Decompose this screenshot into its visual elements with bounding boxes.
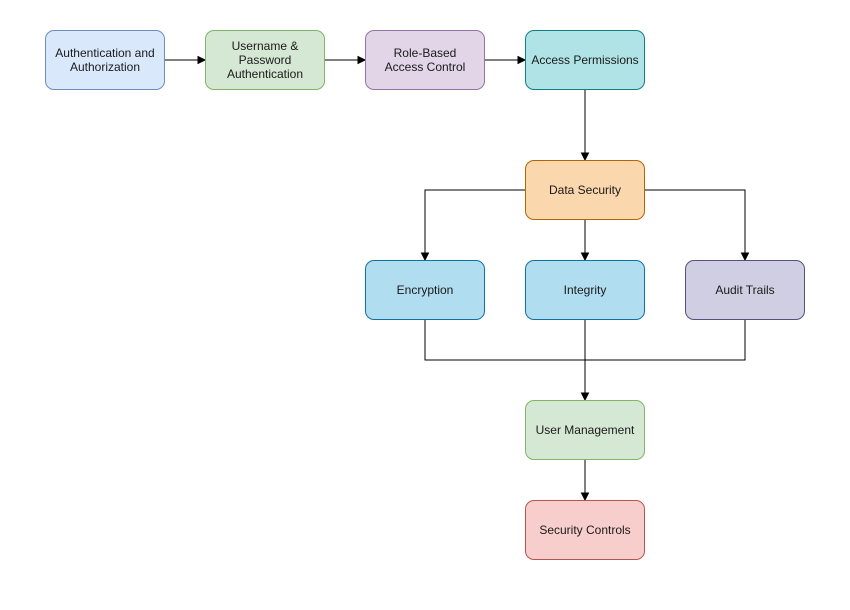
arrowhead (517, 55, 527, 65)
edge-rbac-to-access (485, 55, 527, 65)
node-security-controls[interactable]: Security Controls (525, 500, 645, 560)
edge-encryption-to-usermgmt (424, 320, 585, 361)
node-data-security[interactable]: Data Security (525, 160, 645, 220)
edge-userpass-to-rbac (325, 55, 367, 65)
node-username-password-authentication[interactable]: Username & Password Authentication (205, 30, 325, 90)
node-user-management[interactable]: User Management (525, 400, 645, 460)
edge-datasec-to-audit (645, 189, 750, 262)
node-role-based-access-control[interactable]: Role-Based Access Control (365, 30, 485, 90)
arrowhead (580, 392, 590, 402)
arrowhead (580, 152, 590, 162)
edge-auth-to-userpass (165, 55, 207, 65)
edge-datasec-to-integrity (580, 220, 590, 262)
node-audit-trails[interactable]: Audit Trails (685, 260, 805, 320)
arrowhead (580, 492, 590, 502)
arrowhead (580, 252, 590, 262)
node-integrity[interactable]: Integrity (525, 260, 645, 320)
edge-usermgmt-to-controls (580, 460, 590, 502)
edge-audit-to-usermgmt (585, 320, 746, 361)
arrowhead (420, 252, 430, 262)
arrowhead (197, 55, 207, 65)
edge-integrity-to-usermgmt (580, 320, 590, 402)
arrowhead (357, 55, 367, 65)
arrowhead (740, 252, 750, 262)
node-access-permissions[interactable]: Access Permissions (525, 30, 645, 90)
node-encryption[interactable]: Encryption (365, 260, 485, 320)
edge-datasec-to-encryption (420, 189, 525, 262)
edge-access-to-datasec (580, 90, 590, 162)
node-authentication-and-authorization[interactable]: Authentication and Authorization (45, 30, 165, 90)
